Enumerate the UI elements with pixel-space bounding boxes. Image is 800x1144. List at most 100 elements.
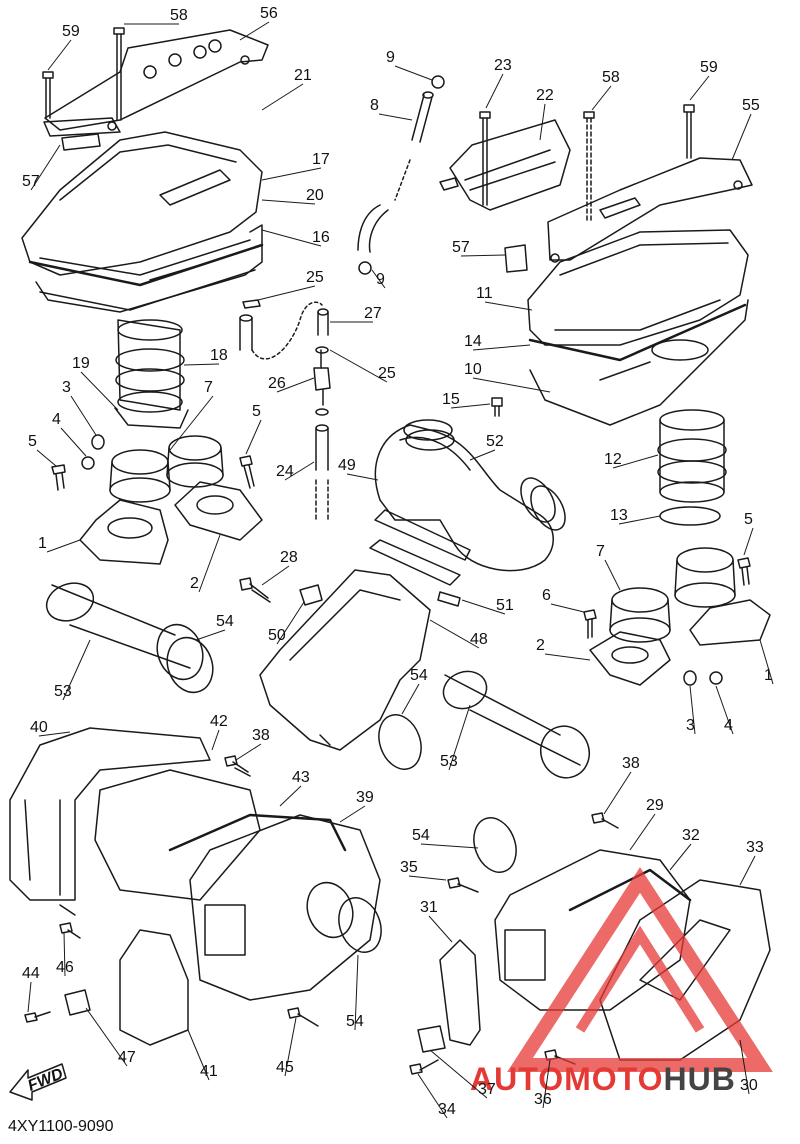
callout-c1b: 1 (764, 667, 773, 684)
tube-53-mid (442, 670, 590, 779)
screw-5-right (737, 557, 751, 586)
watermark-text: AUTOMOTOHUB (470, 1061, 736, 1097)
callout-c42: 42 (210, 713, 228, 730)
bracket-57-plate (43, 117, 121, 137)
bolt-28 (239, 577, 271, 603)
callout-c5c: 5 (744, 511, 753, 528)
bolt-15 (491, 397, 503, 417)
damper-4-right (709, 671, 723, 685)
callout-c16: 16 (312, 229, 330, 246)
screw-5-left-b (239, 455, 255, 489)
callout-c9b: 9 (376, 271, 385, 288)
callout-c37: 37 (478, 1081, 496, 1098)
leader-line-c2a (198, 534, 221, 593)
callout-c58a: 58 (170, 7, 188, 24)
leader-line-c57b (460, 254, 506, 257)
callout-c34: 34 (438, 1101, 456, 1118)
carb-joint-7-right-b (674, 547, 736, 608)
callout-c54a: 54 (216, 613, 234, 630)
leader-line-c6 (550, 603, 585, 613)
bolt-59-right (683, 104, 695, 159)
leader-line-c58b (591, 85, 612, 111)
leader-line-c17 (261, 167, 322, 181)
callout-c15: 15 (442, 391, 460, 408)
leader-line-c53a (62, 639, 91, 701)
watermark-moto: MOTO (564, 1061, 663, 1097)
callout-c57b: 57 (452, 239, 470, 256)
screw-5-left (51, 464, 66, 491)
leader-line-c14 (472, 344, 531, 351)
callout-c53b: 53 (440, 753, 458, 770)
callout-c32: 32 (682, 827, 700, 844)
leader-line-c9a (394, 65, 433, 81)
clamp-13 (659, 506, 721, 526)
leader-line-c47 (85, 1007, 128, 1067)
screw-34 (409, 1059, 439, 1075)
callout-c56: 56 (260, 5, 278, 22)
leader-line-c53b (448, 704, 471, 771)
clamp-52-b (520, 477, 566, 531)
carb-joint-7-right-a (609, 587, 671, 643)
bracket-56 (44, 29, 269, 131)
leader-line-c1b (759, 639, 774, 685)
clip-9-top (431, 75, 445, 89)
hose-25 (239, 314, 253, 351)
callout-c1a: 1 (38, 535, 47, 552)
leader-line-c4b (715, 685, 734, 735)
leader-line-c4a (60, 427, 87, 457)
leader-line-c37 (429, 1049, 488, 1099)
bolt-58-right (583, 111, 595, 221)
clamp-52-a (403, 419, 455, 451)
airbox-29 (494, 849, 691, 1011)
leader-line-c7b (604, 559, 621, 591)
screw-44 (24, 1011, 51, 1023)
leader-line-c48 (429, 619, 480, 649)
gasket-14 (528, 303, 747, 362)
manifold-2-right (589, 631, 671, 686)
callout-c24: 24 (276, 463, 294, 480)
callout-c7b: 7 (596, 543, 605, 560)
clip-25-b (315, 346, 329, 354)
callout-c38a: 38 (252, 727, 270, 744)
leader-line-c38b (603, 771, 632, 815)
leader-line-c36 (542, 1059, 551, 1109)
hose-link-dash (251, 301, 323, 360)
callout-c50: 50 (268, 627, 286, 644)
callout-c22: 22 (536, 87, 554, 104)
fitting-51 (437, 591, 461, 607)
leader-line-c25b (329, 349, 388, 383)
callout-c21: 21 (294, 67, 312, 84)
callout-c54d: 54 (346, 1013, 364, 1030)
callout-c44: 44 (22, 965, 40, 982)
leader-line-c21 (261, 83, 304, 111)
hose-24 (315, 424, 329, 521)
leader-line-c46 (63, 931, 66, 977)
leader-line-c56 (239, 21, 270, 41)
watermark-hub: HUB (663, 1061, 735, 1097)
bracket-37 (417, 1025, 446, 1053)
filter-26 (313, 349, 331, 406)
screw-38-right (591, 812, 619, 829)
hose-curve-9 (357, 204, 389, 253)
leader-line-c32 (669, 843, 692, 871)
gasket-43 (168, 813, 347, 852)
leader-line-c28 (261, 565, 290, 586)
tube-53-left (45, 582, 204, 681)
callout-c27: 27 (364, 305, 382, 322)
gasket-20 (28, 243, 264, 287)
hose-8 (411, 91, 434, 143)
leader-line-c30 (739, 1039, 750, 1095)
bolt-23 (479, 111, 491, 206)
callout-c2a: 2 (190, 575, 199, 592)
leader-line-c12 (612, 454, 659, 469)
leader-line-c52 (469, 449, 496, 461)
leader-line-c59a (47, 39, 72, 71)
callout-c5b: 5 (252, 403, 261, 420)
seal-duct-lower (369, 509, 471, 586)
callout-c6: 6 (542, 587, 551, 604)
leader-line-c20 (261, 199, 316, 205)
screw-6 (583, 609, 597, 639)
cover-31 (439, 939, 481, 1046)
callout-c58b: 58 (602, 69, 620, 86)
